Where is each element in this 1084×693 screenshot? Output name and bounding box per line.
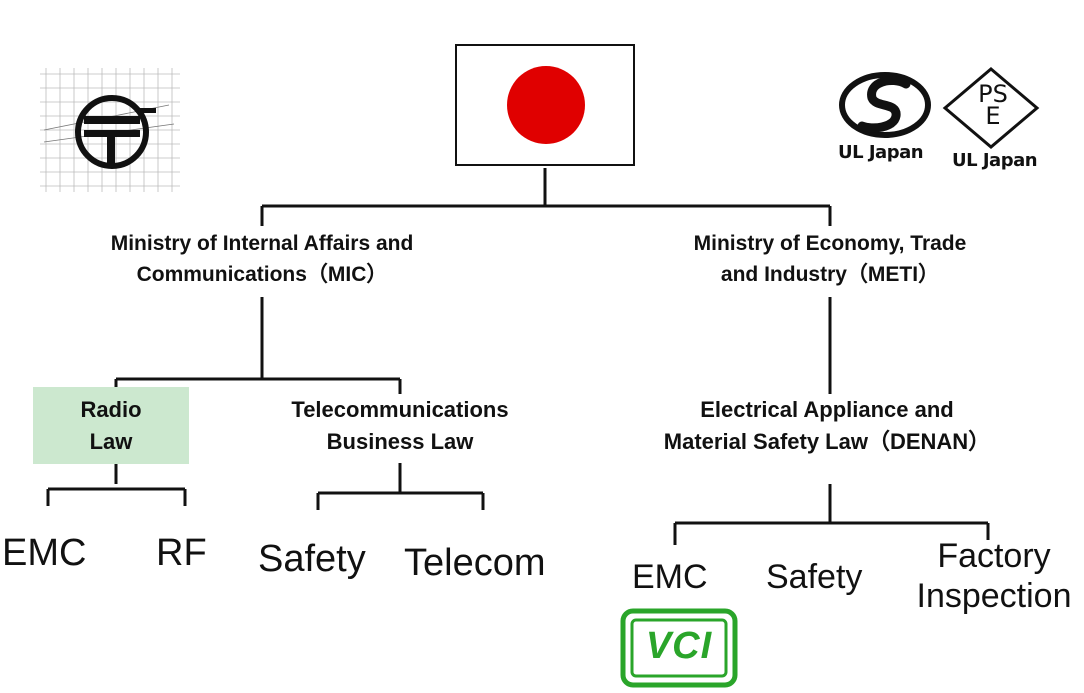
radio-rf-leaf: RF <box>156 532 207 574</box>
telecom-business-law-line1: Telecommunications <box>291 397 509 422</box>
vcci-logo-text: VCI <box>645 625 713 667</box>
ministry-mic: Ministry of Internal Affairs and Communi… <box>62 228 462 290</box>
japan-flag-icon <box>455 44 635 166</box>
radio-emc-leaf: EMC <box>2 532 87 574</box>
radio-law-line1: Radio <box>80 396 142 422</box>
denan-law-line2: Material Safety Law（DENAN） <box>663 429 991 454</box>
ul-pse-mark-label: UL Japan <box>952 150 1038 171</box>
denan-factory-inspection-leaf: Factory Inspection <box>906 536 1082 616</box>
radio-equipment-mark-icon <box>34 60 184 198</box>
pse-diamond-mark-icon <box>942 66 1040 150</box>
ul-s-mark-icon <box>836 72 934 142</box>
denan-factory-line1: Factory <box>937 537 1051 575</box>
radio-law-line2: Law <box>89 428 133 454</box>
ul-s-mark-label: UL Japan <box>838 142 924 163</box>
telecom-business-law-line2: Business Law <box>326 429 474 454</box>
vcci-logo-icon <box>620 608 738 688</box>
ministry-mic-line1: Ministry of Internal Affairs and <box>110 232 414 255</box>
flag-sun-icon <box>507 66 585 144</box>
denan-law-line1: Electrical Appliance and <box>700 397 954 422</box>
pse-text-bottom: E <box>985 102 1001 130</box>
pse-text-top: PS <box>978 80 1008 108</box>
denan-law: Electrical Appliance and Material Safety… <box>622 394 1032 458</box>
ministry-meti-line1: Ministry of Economy, Trade <box>693 232 967 255</box>
ministry-mic-line2: Communications（MIC） <box>136 263 388 286</box>
telecom-business-law: Telecommunications Business Law <box>245 394 555 458</box>
radio-law-box: Radio Law <box>33 387 189 464</box>
ministry-meti: Ministry of Economy, Trade and Industry（… <box>640 228 1020 290</box>
denan-safety-leaf: Safety <box>766 558 863 596</box>
telecom-safety-leaf: Safety <box>258 538 366 580</box>
telecom-telecom-leaf: Telecom <box>404 542 546 584</box>
denan-factory-line2: Inspection <box>916 577 1072 615</box>
ministry-meti-line2: and Industry（METI） <box>720 263 940 286</box>
denan-emc-leaf: EMC <box>632 558 708 596</box>
